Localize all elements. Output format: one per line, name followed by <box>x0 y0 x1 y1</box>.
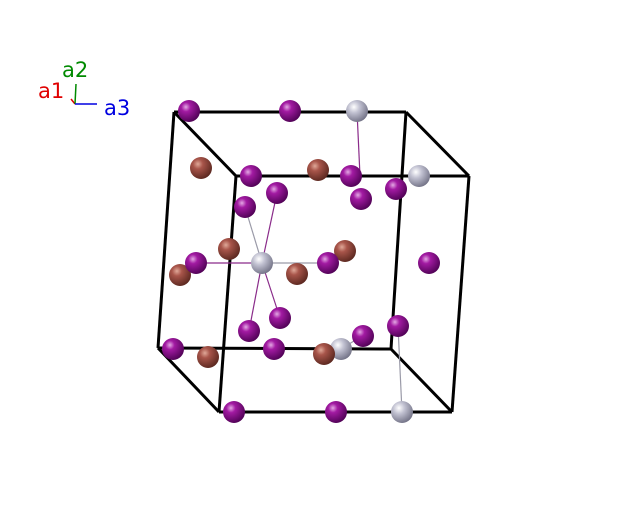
atom-purple[interactable] <box>223 401 245 423</box>
atom-purple[interactable] <box>317 252 339 274</box>
atom-purple[interactable] <box>263 338 285 360</box>
atom-brown[interactable] <box>197 346 219 368</box>
a2-label: a2 <box>62 58 88 82</box>
cell-edge <box>217 175 238 413</box>
cell-edge <box>156 111 176 349</box>
bonds <box>196 110 403 413</box>
bond <box>261 192 278 264</box>
atom-purple[interactable] <box>269 307 291 329</box>
cell-edge <box>172 110 238 178</box>
atom-purple[interactable] <box>325 401 347 423</box>
atom-purple[interactable] <box>162 338 184 360</box>
atoms <box>162 100 440 423</box>
atom-purple[interactable] <box>240 165 262 187</box>
bond <box>248 262 263 332</box>
atom-purple[interactable] <box>266 182 288 204</box>
atom-purple[interactable] <box>387 315 409 337</box>
axis-indicator: a1 a2 a3 <box>38 58 130 120</box>
atom-gray[interactable] <box>408 165 430 187</box>
a1-label: a1 <box>38 79 64 103</box>
atom-purple[interactable] <box>238 320 260 342</box>
atom-brown[interactable] <box>286 263 308 285</box>
atom-purple[interactable] <box>352 325 374 347</box>
atom-brown[interactable] <box>169 264 191 286</box>
atom-brown[interactable] <box>190 157 212 179</box>
atom-purple[interactable] <box>234 196 256 218</box>
atom-brown[interactable] <box>334 240 356 262</box>
atom-purple[interactable] <box>185 252 207 274</box>
atom-purple[interactable] <box>178 100 200 122</box>
cell-edge <box>450 175 471 413</box>
atom-gray[interactable] <box>330 338 352 360</box>
atom-gray[interactable] <box>346 100 368 122</box>
cell-edge <box>404 110 471 178</box>
atom-purple[interactable] <box>350 188 372 210</box>
atom-purple[interactable] <box>385 178 407 200</box>
atom-purple[interactable] <box>418 252 440 274</box>
atom-purple[interactable] <box>340 165 362 187</box>
a2-axis-line <box>74 83 77 105</box>
cell-edge <box>389 347 454 414</box>
bond <box>397 325 403 413</box>
a3-label: a3 <box>104 96 130 120</box>
atom-purple[interactable] <box>279 100 301 122</box>
cell-edge <box>389 111 408 350</box>
atom-gray[interactable] <box>391 401 413 423</box>
atom-gray[interactable] <box>251 252 273 274</box>
atom-brown[interactable] <box>218 238 240 260</box>
atom-brown[interactable] <box>307 159 329 181</box>
atom-brown[interactable] <box>313 343 335 365</box>
